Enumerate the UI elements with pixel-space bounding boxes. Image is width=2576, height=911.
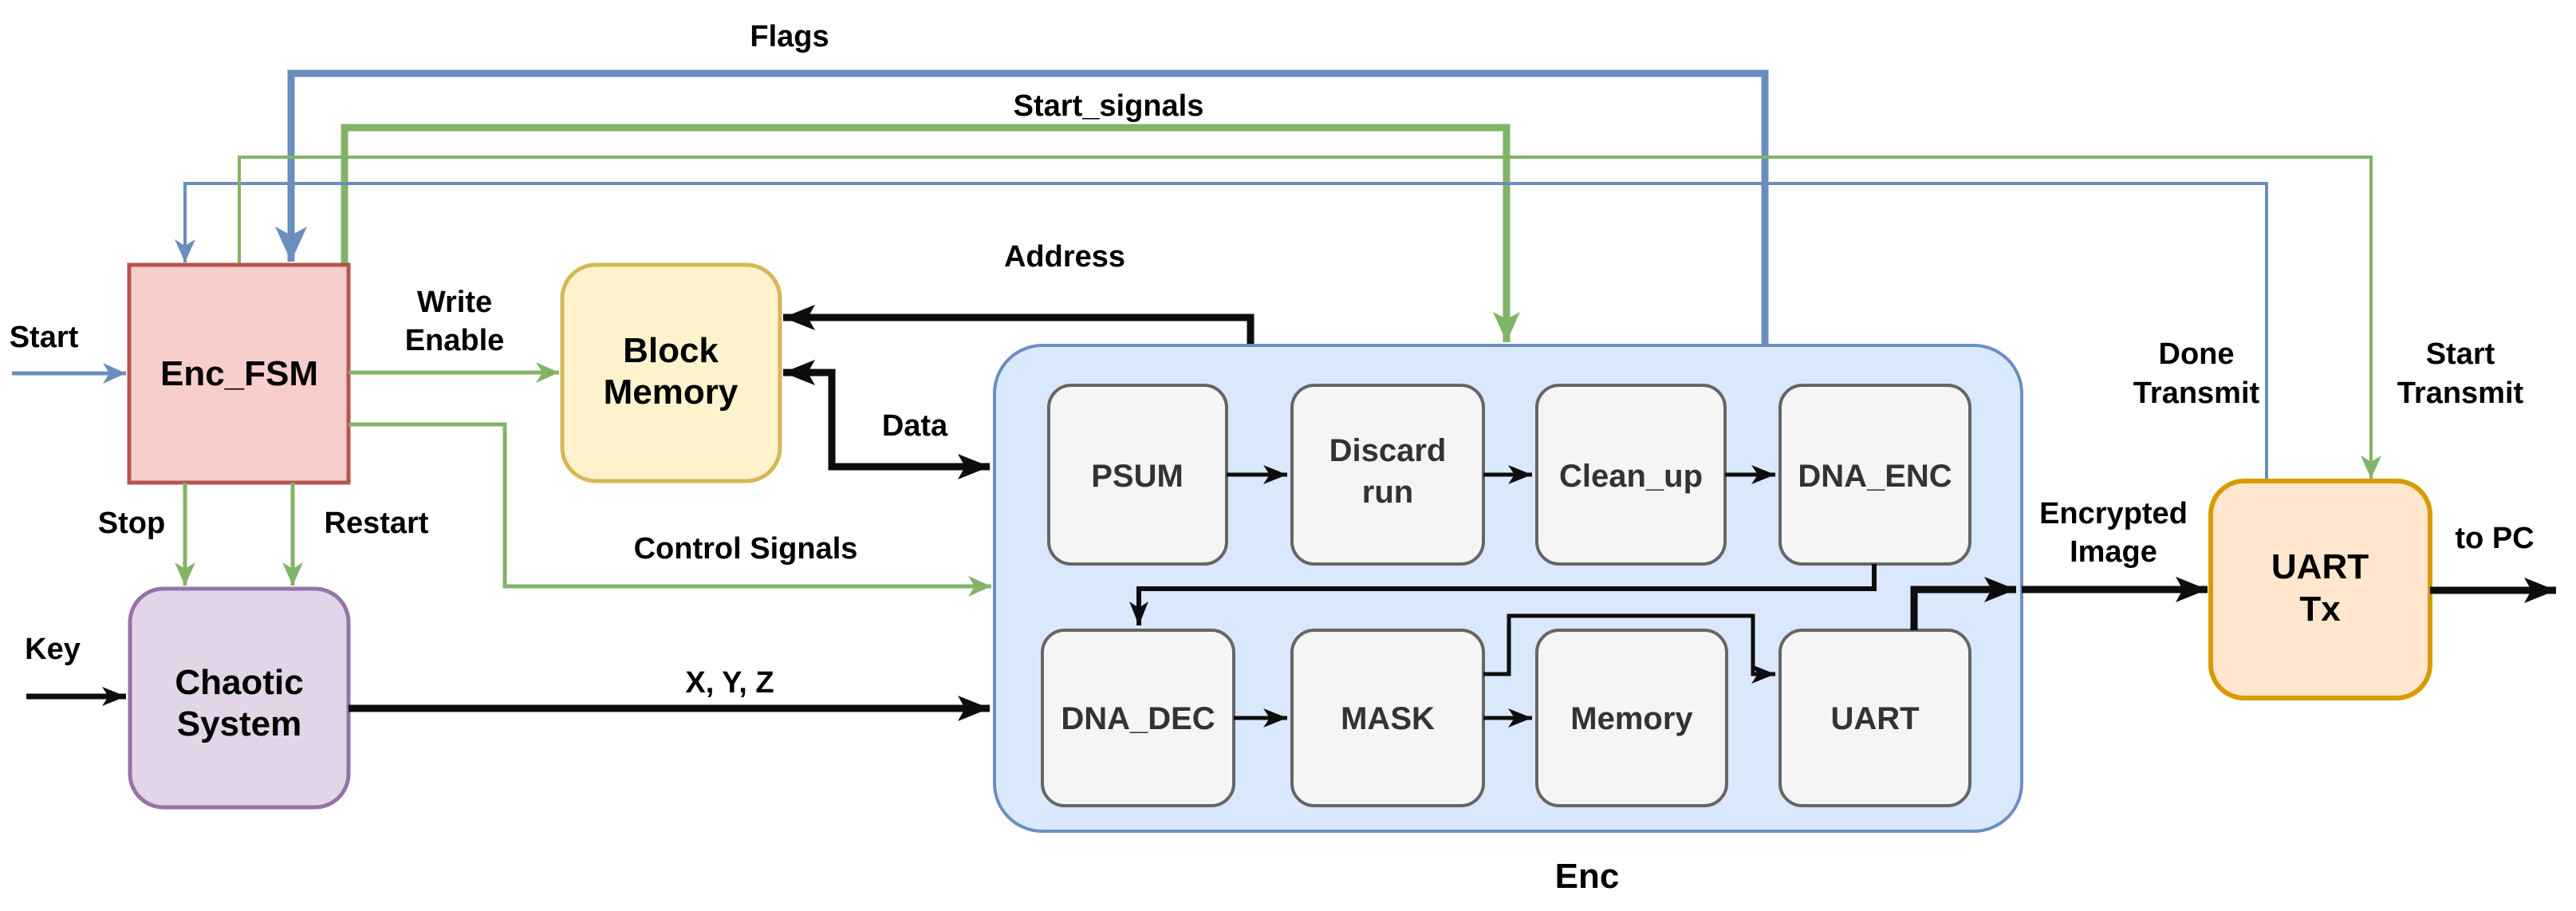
start-signals-label: Start_signals <box>1014 89 1204 123</box>
stop-label: Stop <box>98 507 165 540</box>
uart-block <box>1778 629 1971 807</box>
start-signals-line <box>341 124 1520 342</box>
memory-block <box>1535 629 1728 807</box>
control-signals-label: Control Signals <box>634 532 858 566</box>
block-memory-label-line1: Block <box>623 331 719 370</box>
write-enable-label-line2: Enable <box>405 324 505 357</box>
flags-label: Flags <box>750 20 829 53</box>
data-label: Data <box>882 409 948 443</box>
to-pc-label: to PC <box>2455 522 2534 555</box>
restart-label: Restart <box>325 507 429 540</box>
start-label: Start <box>10 321 79 354</box>
address-line <box>783 305 1255 344</box>
block-memory-label-line2: Memory <box>604 373 739 412</box>
flags-line <box>275 69 1769 344</box>
data-line <box>783 360 990 479</box>
uart-tx-label-line1: UART <box>2271 547 2369 586</box>
uart-to-enc-boundary-arrow <box>1910 577 2016 630</box>
discard-run-label-line2: run <box>1362 475 1413 510</box>
mask-label: MASK <box>1341 701 1435 736</box>
encrypted-image-label-line2: Image <box>2070 535 2157 569</box>
uart-label: UART <box>1830 701 1919 736</box>
dna-enc-label: DNA_ENC <box>1798 459 1952 494</box>
chaotic-system-label-line1: Chaotic <box>175 663 303 702</box>
xyz-label: X, Y, Z <box>685 666 774 700</box>
mask-to-uart-arrow <box>1483 613 1775 684</box>
write-enable-label-line1: Write <box>417 286 492 319</box>
discard-run-label-line1: Discard <box>1329 433 1447 468</box>
start-transmit-line <box>238 156 2381 479</box>
encrypted-image-label-line1: Encrypted <box>2039 497 2188 530</box>
memory-label: Memory <box>1570 701 1693 736</box>
done-transmit-label-line2: Transmit <box>2133 377 2260 410</box>
block-memory-block <box>560 262 782 483</box>
dna-dec-label: DNA_DEC <box>1061 701 1215 736</box>
address-label: Address <box>1004 240 1125 274</box>
dnaenc-to-dnadec-arrow <box>1129 564 1877 625</box>
control-signals-arrow <box>349 422 991 597</box>
enc-fsm-block <box>127 262 351 485</box>
enc-container-label: Enc <box>1555 857 1620 896</box>
clean-up-label: Clean_up <box>1559 459 1703 494</box>
start-transmit-label-line2: Transmit <box>2397 377 2524 410</box>
uart-tx-label-line2: Tx <box>2299 590 2341 629</box>
done-transmit-label-line1: Done <box>2159 337 2235 371</box>
key-label: Key <box>25 633 81 666</box>
psum-label: PSUM <box>1091 459 1184 494</box>
done-transmit-line <box>175 182 2268 479</box>
chaotic-system-block <box>128 586 351 810</box>
chaotic-system-label-line2: System <box>177 704 302 743</box>
enc-fsm-label: Enc_FSM <box>160 354 318 393</box>
start-transmit-label-line1: Start <box>2426 337 2495 371</box>
